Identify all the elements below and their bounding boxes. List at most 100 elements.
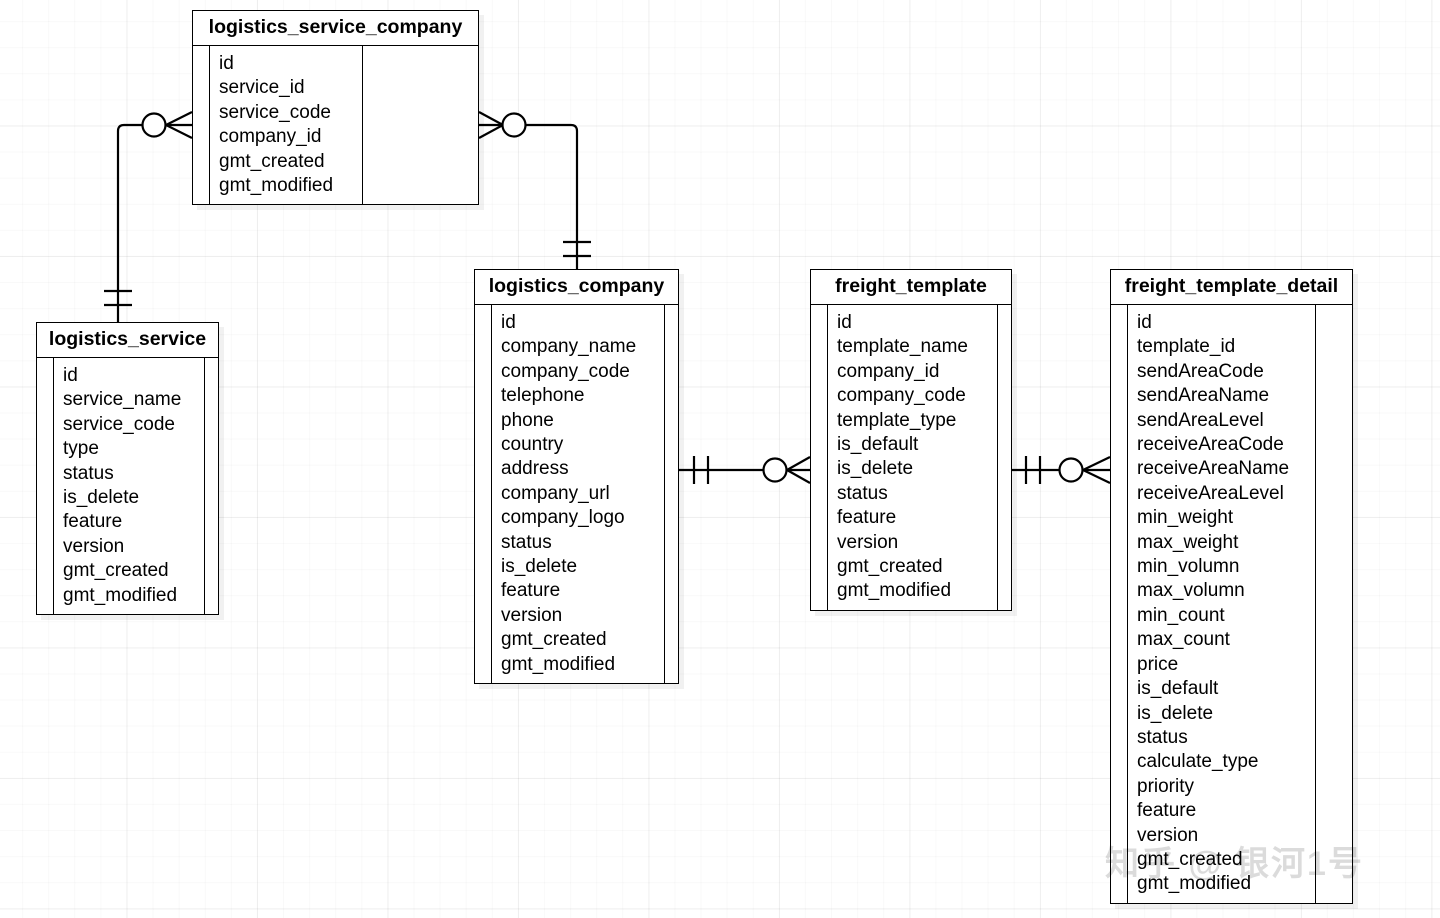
field-row: priority [1137, 775, 1195, 797]
field-list: id template_name company_id company_code… [811, 305, 1011, 610]
field-row: company_id [219, 126, 322, 148]
column-divider [664, 305, 665, 684]
field-row: template_type [837, 409, 957, 431]
field-row: company_code [501, 360, 630, 382]
field-row: feature [1137, 800, 1197, 822]
field-row: receiveAreaName [1137, 458, 1290, 480]
field-row: feature [837, 507, 897, 529]
field-row: status [63, 462, 114, 484]
field-row: gmt_created [501, 629, 607, 651]
field-row: gmt_created [1137, 848, 1243, 870]
field-row: feature [501, 580, 561, 602]
relationship-service-to-service-company [104, 111, 193, 322]
entity-body: id template_id sendAreaCode sendAreaName… [1111, 305, 1352, 903]
entity-title: freight_template_detail [1111, 270, 1352, 305]
entity-body: id template_name company_id company_code… [811, 305, 1011, 610]
field-row: id [1137, 312, 1152, 333]
field-row: is_default [1137, 678, 1219, 700]
field-row: max_volumn [1137, 580, 1245, 602]
field-row: service_code [63, 413, 175, 435]
entity-title: logistics_company [475, 270, 678, 305]
column-divider [204, 358, 205, 615]
field-row: id [501, 312, 516, 333]
field-row: gmt_created [219, 150, 325, 172]
relationship-template-to-template-detail [1012, 456, 1111, 484]
field-row: min_count [1137, 604, 1225, 626]
field-row: min_volumn [1137, 556, 1240, 578]
field-row: template_id [1137, 336, 1236, 358]
row-gutter-divider [491, 305, 492, 684]
field-row: is_delete [1137, 702, 1214, 724]
row-gutter-divider [1127, 305, 1128, 903]
column-divider [997, 305, 998, 610]
entity-logistics-service-company[interactable]: logistics_service_company id service_id … [192, 10, 479, 206]
entity-logistics-company[interactable]: logistics_company id company_name compan… [474, 269, 679, 685]
field-row: version [837, 531, 899, 553]
field-row: company_name [501, 336, 637, 358]
field-row: gmt_modified [219, 175, 334, 197]
entity-title: logistics_service_company [193, 11, 478, 46]
field-row: gmt_modified [63, 584, 178, 606]
entity-title: freight_template [811, 270, 1011, 305]
entity-body: id company_name company_code telephone p… [475, 305, 678, 684]
field-row: sendAreaLevel [1137, 409, 1264, 431]
entity-body: id service_name service_code type status… [37, 358, 218, 615]
field-row: gmt_modified [837, 580, 952, 602]
row-gutter-divider [53, 358, 54, 615]
field-row: company_code [837, 385, 966, 407]
field-row: version [501, 604, 563, 626]
field-row: address [501, 458, 569, 480]
row-gutter-divider [209, 46, 210, 205]
relationship-company-to-freight-template [679, 456, 811, 484]
field-row: id [219, 53, 234, 74]
field-row: service_code [219, 101, 331, 123]
field-row: is_delete [63, 487, 140, 509]
field-row: calculate_type [1137, 751, 1259, 773]
field-row: id [63, 365, 78, 386]
field-row: feature [63, 511, 123, 533]
field-row: version [1137, 824, 1199, 846]
row-gutter-divider [827, 305, 828, 610]
entity-freight-template-detail[interactable]: freight_template_detail id template_id s… [1110, 269, 1353, 904]
relationship-company-to-service-company [478, 111, 591, 269]
field-row: id [837, 312, 852, 333]
field-row: telephone [501, 385, 585, 407]
field-row: company_logo [501, 507, 625, 529]
field-row: is_delete [501, 556, 578, 578]
field-list: id service_id service_code company_id gm… [193, 46, 478, 204]
watermark-text: 知乎 @ 银河1号 [1105, 845, 1364, 883]
field-row: receiveAreaCode [1137, 434, 1284, 456]
field-row: gmt_created [837, 556, 943, 578]
field-row: is_default [837, 434, 919, 456]
field-row: type [63, 438, 99, 460]
field-row: status [837, 482, 888, 504]
entity-body: id service_id service_code company_id gm… [193, 46, 478, 205]
field-row: company_id [837, 360, 940, 382]
field-row: sendAreaName [1137, 385, 1270, 407]
field-row: template_name [837, 336, 968, 358]
field-row: version [63, 535, 125, 557]
field-list: id service_name service_code type status… [37, 358, 218, 614]
field-row: min_weight [1137, 507, 1234, 529]
field-row: price [1137, 653, 1179, 675]
field-row: gmt_created [63, 560, 169, 582]
field-row: country [501, 434, 564, 456]
entity-logistics-service[interactable]: logistics_service id service_name servic… [36, 322, 219, 616]
field-row: status [501, 531, 552, 553]
field-row: max_count [1137, 629, 1230, 651]
field-row: gmt_modified [501, 653, 616, 675]
field-list: id company_name company_code telephone p… [475, 305, 678, 683]
field-list: id template_id sendAreaCode sendAreaName… [1111, 305, 1352, 903]
entity-freight-template[interactable]: freight_template id template_name compan… [810, 269, 1012, 611]
field-row: status [1137, 726, 1188, 748]
field-row: is_delete [837, 458, 914, 480]
field-row: max_weight [1137, 531, 1239, 553]
field-row: service_name [63, 389, 182, 411]
field-row: phone [501, 409, 554, 431]
entity-title: logistics_service [37, 323, 218, 358]
column-divider [1315, 305, 1316, 903]
field-row: receiveAreaLevel [1137, 482, 1284, 504]
field-row: company_url [501, 482, 610, 504]
field-row: gmt_modified [1137, 873, 1252, 895]
